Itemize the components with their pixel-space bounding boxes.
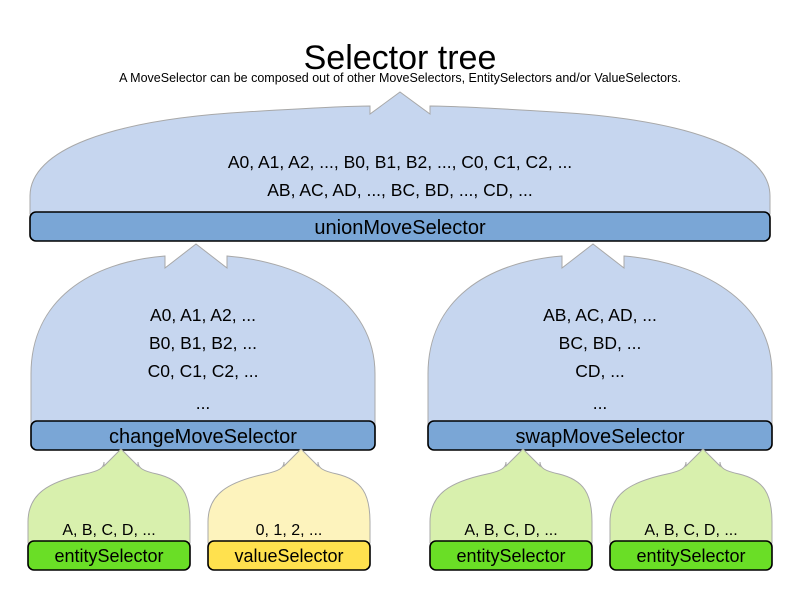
swap-content-line-4: ... — [593, 393, 608, 413]
entity1-balloon-shape — [27, 448, 191, 544]
value1-label: valueSelector — [234, 546, 343, 566]
node-entity-selector-3[interactable]: A, B, C, D, ... entitySelector — [609, 448, 773, 571]
entity3-content-line-1: A, B, C, D, ... — [644, 522, 737, 539]
change-dome-shape — [30, 243, 376, 425]
swap-dome-shape — [427, 243, 773, 425]
union-content-line-2: AB, AC, AD, ..., BC, BD, ..., CD, ... — [267, 180, 532, 200]
entity2-label-bar[interactable] — [429, 540, 593, 571]
page-subtitle: A MoveSelector can be composed out of ot… — [119, 71, 681, 85]
entity3-balloon-shape — [609, 448, 773, 544]
entity2-content-line-1: A, B, C, D, ... — [464, 522, 557, 539]
swap-label: swapMoveSelector — [516, 426, 685, 448]
union-label: unionMoveSelector — [314, 217, 486, 239]
swap-content-line-2: BC, BD, ... — [559, 333, 642, 353]
node-change-move-selector[interactable]: A0, A1, A2, ... B0, B1, B2, ... C0, C1, … — [30, 243, 376, 451]
value1-balloon-shape — [207, 448, 371, 544]
union-label-bar[interactable] — [29, 211, 771, 242]
union-dome-shape — [29, 91, 771, 215]
change-label: changeMoveSelector — [109, 426, 297, 448]
node-swap-move-selector[interactable]: AB, AC, AD, ... BC, BD, ... CD, ... ... … — [427, 243, 773, 451]
node-union-move-selector[interactable]: A0, A1, A2, ..., B0, B1, B2, ..., C0, C1… — [29, 91, 771, 242]
change-content-line-1: A0, A1, A2, ... — [150, 305, 256, 325]
change-content-line-2: B0, B1, B2, ... — [149, 333, 257, 353]
entity2-label: entitySelector — [456, 546, 565, 566]
union-content-line-1: A0, A1, A2, ..., B0, B1, B2, ..., C0, C1… — [228, 152, 572, 172]
value1-content-line-1: 0, 1, 2, ... — [256, 522, 323, 539]
entity3-label: entitySelector — [636, 546, 745, 566]
node-entity-selector-2[interactable]: A, B, C, D, ... entitySelector — [429, 448, 593, 571]
entity3-label-bar[interactable] — [609, 540, 773, 571]
page-title: Selector tree — [304, 39, 497, 77]
swap-content-line-3: CD, ... — [575, 361, 625, 381]
change-content-line-4: ... — [196, 393, 211, 413]
node-entity-selector-1[interactable]: A, B, C, D, ... entitySelector — [27, 448, 191, 571]
swap-label-bar[interactable] — [427, 420, 773, 451]
change-content-line-3: C0, C1, C2, ... — [148, 361, 259, 381]
change-label-bar[interactable] — [30, 420, 376, 451]
entity1-label: entitySelector — [54, 546, 163, 566]
entity1-content-line-1: A, B, C, D, ... — [62, 522, 155, 539]
value1-label-bar[interactable] — [207, 540, 371, 571]
entity2-balloon-shape — [429, 448, 593, 544]
node-value-selector-1[interactable]: 0, 1, 2, ... valueSelector — [207, 448, 371, 571]
swap-content-line-1: AB, AC, AD, ... — [543, 305, 657, 325]
entity1-label-bar[interactable] — [27, 540, 191, 571]
